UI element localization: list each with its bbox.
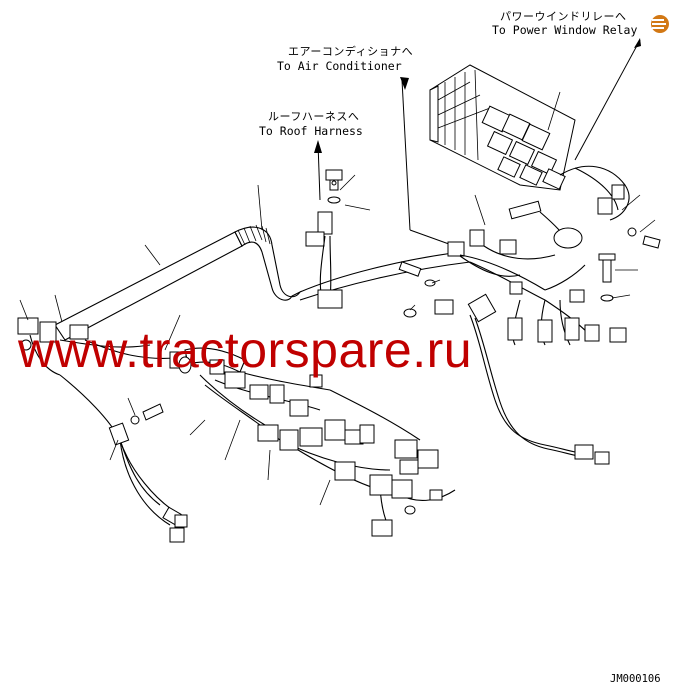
label-power-window-jp: パワーウインドリレーへ [500,10,627,23]
label-air-conditioner-en: To Air Conditioner [277,59,402,73]
label-air-conditioner: エアーコンディショナへ To Air Conditioner [277,44,413,73]
relay-fuse-block [429,64,630,221]
central-harness-bundle [459,254,627,346]
label-roof-harness-en: To Roof Harness [259,124,363,138]
fasteners-right [331,180,661,318]
left-connector-cluster [17,294,176,376]
label-roof-harness: ルーフハーネスへ To Roof Harness [259,110,363,138]
main-harness-tube [54,224,471,341]
label-air-conditioner-jp: エアーコンディショナへ [288,44,413,58]
watermark-text: www.tractorspare.ru [17,322,472,378]
company-logo [651,15,669,33]
lower-right-branch [434,293,610,465]
bolt-left [130,403,164,425]
label-power-window-en: To Power Window Relay [492,23,637,37]
roof-harness-bracket [305,169,343,309]
label-roof-harness-jp: ルーフハーネスへ [268,110,359,123]
air-conditioner-branch [447,194,583,277]
callout-lines [109,91,656,506]
drawing-code: JM000106 [610,673,661,685]
relay-row [481,105,566,190]
left-lower-branch [59,374,188,543]
leader-arrows [314,38,641,249]
center-lower-harness [169,347,456,537]
label-power-window-relay: パワーウインドリレーへ To Power Window Relay [492,10,637,37]
